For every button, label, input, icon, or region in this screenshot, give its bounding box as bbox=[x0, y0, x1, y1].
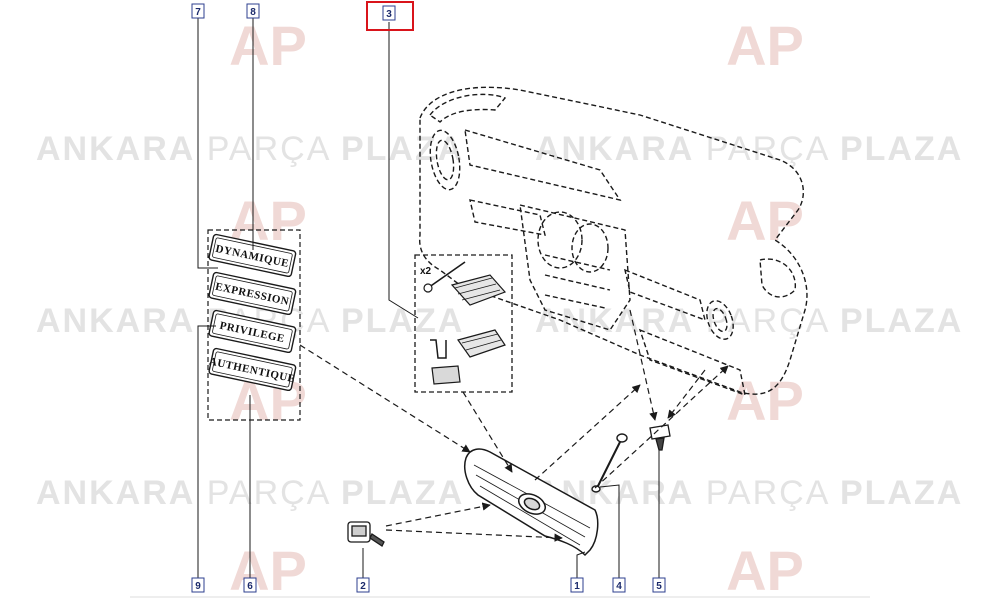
callout-label: 8 bbox=[250, 7, 256, 18]
watermark-bold2: PLAZA bbox=[840, 302, 963, 340]
callout-label: 2 bbox=[360, 581, 366, 592]
callout-label: 9 bbox=[195, 581, 201, 592]
watermark-logo-text: AP bbox=[229, 14, 307, 77]
watermark-bold2: PLAZA bbox=[341, 302, 464, 340]
watermark-light: PARÇA bbox=[706, 130, 829, 168]
callout-label: 1 bbox=[574, 581, 580, 592]
assembly-arrows bbox=[299, 309, 729, 542]
watermark-logo-text: AP bbox=[726, 539, 804, 600]
svg-text:ANKARA PARÇA PLAZA: ANKARA PARÇA PLAZA bbox=[535, 302, 963, 340]
watermark-light: PARÇA bbox=[706, 474, 829, 512]
callout-label: 7 bbox=[195, 7, 201, 18]
watermark-logo-text: AP bbox=[726, 189, 804, 252]
watermark-logo-text: AP bbox=[726, 14, 804, 77]
callout-6: 6 bbox=[243, 577, 257, 593]
callout-7: 7 bbox=[191, 3, 205, 19]
watermark-light: PARÇA bbox=[706, 302, 829, 340]
watermark-row: ANKARA PARÇA PLAZA bbox=[535, 130, 963, 168]
callout-label: 6 bbox=[247, 581, 253, 592]
watermark-row: ANKARA PARÇA PLAZA bbox=[36, 474, 464, 512]
svg-text:ANKARA PARÇA PLAZA: ANKARA PARÇA PLAZA bbox=[535, 130, 963, 168]
watermark-bold2: PLAZA bbox=[341, 130, 464, 168]
watermark-row: ANKARA PARÇA PLAZA bbox=[535, 302, 963, 340]
leader-lines bbox=[197, 18, 660, 578]
callout-5: 5 bbox=[652, 577, 666, 593]
watermark-bold2: PLAZA bbox=[341, 474, 464, 512]
callout-4: 4 bbox=[612, 577, 626, 593]
watermark-bold: ANKARA bbox=[535, 130, 694, 168]
part-4-rod bbox=[591, 433, 628, 493]
watermark-logo: AP bbox=[726, 14, 804, 77]
part-3-clip-kit: x2 bbox=[414, 254, 513, 393]
watermark: AP AP AP AP AP AP AP AP ANKARA PARÇA PLA… bbox=[36, 14, 963, 602]
callout-8: 8 bbox=[246, 3, 260, 19]
watermark-logo: AP bbox=[726, 539, 804, 602]
svg-text:ANKARA PARÇA PLAZA: ANKARA PARÇA PLAZA bbox=[535, 474, 963, 512]
watermark-bold: ANKARA bbox=[36, 302, 195, 340]
watermark-bold2: PLAZA bbox=[840, 130, 963, 168]
callout-label: 3 bbox=[386, 9, 392, 20]
watermark-row: ANKARA PARÇA PLAZA bbox=[36, 130, 464, 168]
watermark-logo-text: AP bbox=[726, 369, 804, 432]
badge-privilege: PRIVILEGE bbox=[208, 309, 297, 354]
part-1-glovebox-panel bbox=[464, 448, 599, 557]
watermark-logo: AP bbox=[726, 189, 804, 252]
callouts: 7 8 3 9 6 2 1 4 bbox=[191, 1, 666, 593]
part-5-clip bbox=[649, 424, 671, 451]
watermark-logo: AP bbox=[726, 369, 804, 432]
dashboard-outline bbox=[418, 86, 808, 397]
watermark-logo-text: AP bbox=[229, 539, 307, 600]
watermark-row: ANKARA PARÇA PLAZA bbox=[535, 474, 963, 512]
watermark-light: PARÇA bbox=[207, 130, 330, 168]
callout-2: 2 bbox=[356, 577, 370, 593]
watermark-bold: ANKARA bbox=[36, 474, 195, 512]
part-2-latch bbox=[347, 521, 385, 547]
callout-label: 5 bbox=[656, 581, 662, 592]
highlight-frame bbox=[366, 1, 414, 31]
watermark-bold2: PLAZA bbox=[840, 474, 963, 512]
watermark-logo: AP bbox=[229, 539, 307, 602]
quantity-label: x2 bbox=[420, 266, 432, 277]
callout-label: 4 bbox=[616, 581, 622, 592]
svg-text:ANKARA PARÇA PLAZA: ANKARA PARÇA PLAZA bbox=[36, 474, 464, 512]
watermark-bold: ANKARA bbox=[36, 130, 195, 168]
watermark-light: PARÇA bbox=[207, 474, 330, 512]
watermark-logo: AP bbox=[229, 14, 307, 77]
callout-1: 1 bbox=[570, 577, 584, 593]
callout-3: 3 bbox=[366, 1, 414, 31]
callout-9: 9 bbox=[191, 577, 205, 593]
svg-text:ANKARA PARÇA PLAZA: ANKARA PARÇA PLAZA bbox=[36, 130, 464, 168]
